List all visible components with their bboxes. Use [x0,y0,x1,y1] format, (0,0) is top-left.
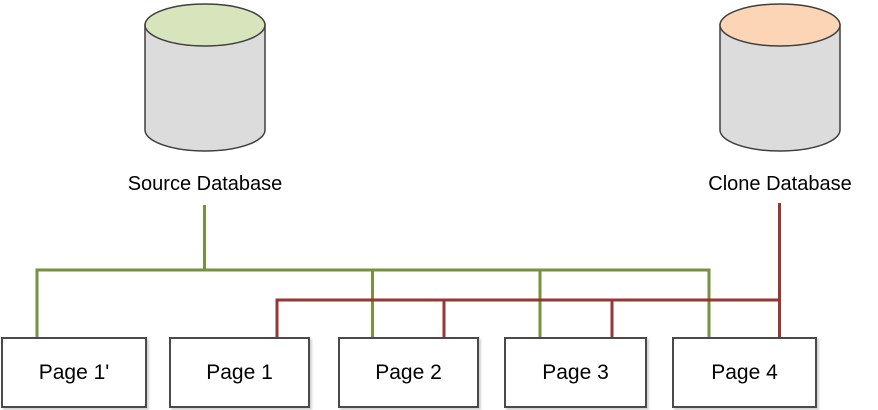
page-box-1-prime: Page 1' [1,337,147,408]
page-box-3: Page 3 [504,337,647,408]
clone-database-cylinder-icon [718,2,842,159]
page-box-label: Page 4 [711,360,778,384]
page-box-2: Page 2 [338,337,479,408]
page-box-label: Page 1' [38,360,110,384]
source-database-cylinder-icon [143,2,267,159]
page-box-label: Page 3 [542,360,609,384]
source-database-label: Source Database [127,173,283,195]
page-box-1: Page 1 [169,337,310,408]
page-box-label: Page 2 [375,360,442,384]
clone-connector-group [275,203,781,337]
page-box-4: Page 4 [672,337,817,408]
source-connector-bus [35,268,711,337]
clone-connector-bus [275,298,780,337]
source-connector-group [35,205,711,337]
clone-database-label: Clone Database [708,173,852,195]
page-box-label: Page 1 [206,360,273,384]
